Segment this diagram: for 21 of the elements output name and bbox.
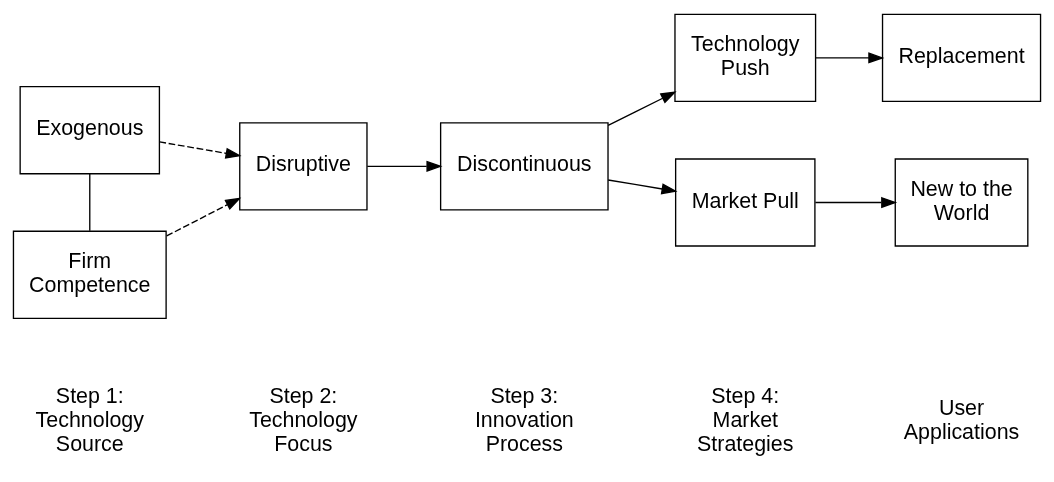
arrow [815,52,885,64]
arrow [158,141,242,159]
node-box: Market Pull [674,158,816,247]
label: Step 2: Technology Focus [249,384,358,457]
arrow [607,91,677,126]
node-box: Technology Push [674,13,817,103]
arrow [814,196,898,209]
label: Step 1: Technology Source [35,384,144,457]
node-box: Replacement [881,13,1042,103]
label: Step 3: Innovation Process [474,384,574,457]
node-box: Firm Competence [12,230,167,319]
arrow [166,197,242,237]
node-box: Exogenous [19,86,161,175]
arrow [366,160,443,172]
node-box: Discontinuous [439,122,609,211]
arrow [607,179,678,195]
node-box: Disruptive [239,122,368,211]
node-box: New to the World [894,158,1029,247]
label: User Applications [903,396,1020,445]
connector [89,173,91,232]
label: Step 4: Market Strategies [697,384,794,457]
